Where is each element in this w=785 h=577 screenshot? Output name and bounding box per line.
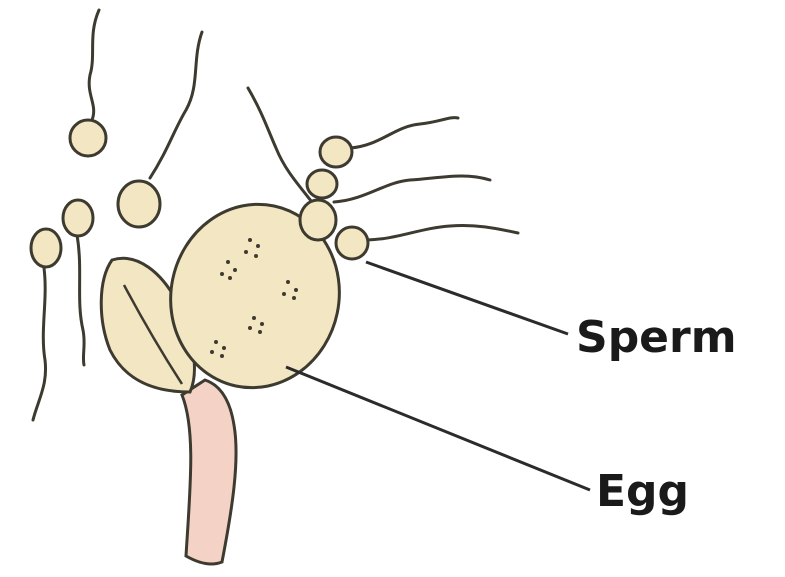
sperm-tail [89,10,99,120]
egg-leader-line [286,367,590,490]
sperm-head [31,229,61,267]
egg-label: Egg [596,470,689,514]
sperm-head [336,227,368,259]
sperm-tail [150,32,202,178]
sperm-tail [365,225,518,240]
sperm-leader-line [366,262,568,334]
sperm-head [307,170,337,198]
sperm-tail [248,88,312,202]
sperm-label: Sperm [576,316,737,360]
sperm-tail [350,118,458,148]
sperm-tail [33,268,46,420]
sperm-head [63,200,93,236]
sperm-head [300,200,336,240]
sperm-tail [77,235,84,365]
sperm-tail [334,176,490,202]
sperm-head [320,137,352,167]
sperm-head [70,120,106,156]
sperm-head [118,181,160,227]
egg-stalk [182,380,236,564]
